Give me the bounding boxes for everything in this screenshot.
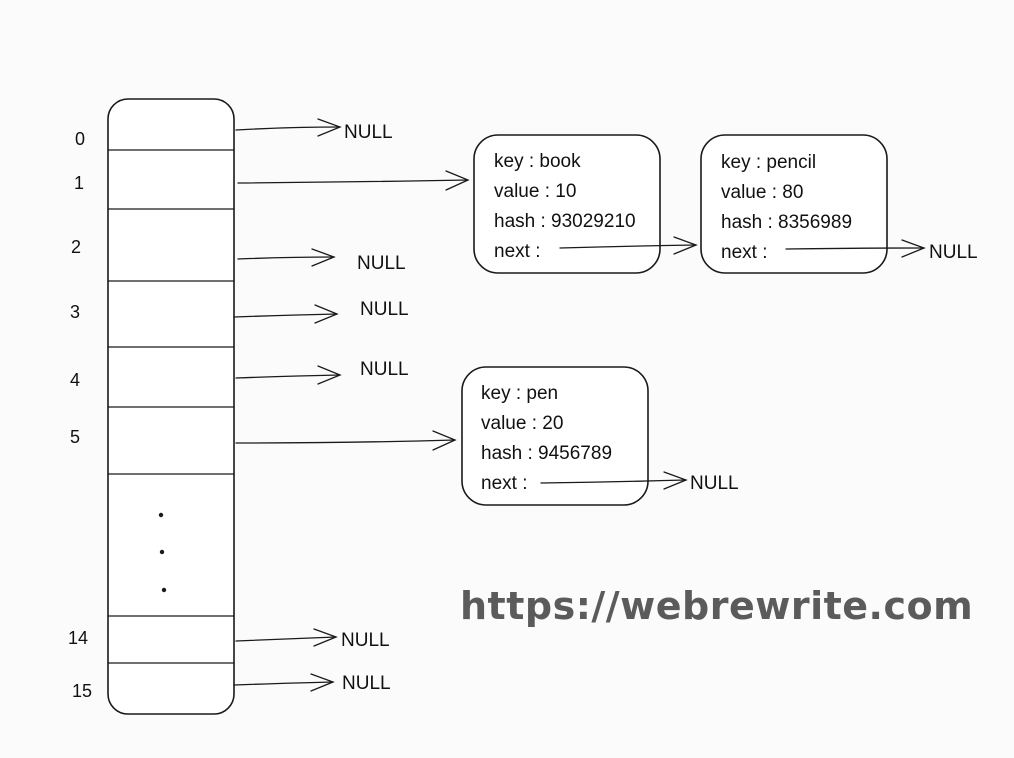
bucket-index-14: 14 xyxy=(68,628,88,648)
node-pencil: key : pencil value : 80 hash : 8356989 n… xyxy=(700,134,888,274)
node-book: key : book value : 10 hash : 93029210 ne… xyxy=(473,134,661,274)
bucket-index-1: 1 xyxy=(74,173,84,193)
bucket-index-3: 3 xyxy=(70,302,80,322)
node-next: next : xyxy=(494,241,540,262)
node-hash: hash : 93029210 xyxy=(494,211,636,232)
arrow-pencil-to-null xyxy=(785,239,926,258)
null-label: NULL xyxy=(342,673,391,694)
node-key: key : pencil xyxy=(721,152,816,173)
null-label: NULL xyxy=(357,253,406,274)
arrow-book-to-pencil xyxy=(559,236,698,255)
null-label: NULL xyxy=(929,242,978,263)
node-next: next : xyxy=(721,242,767,263)
arrow-bucket-1 xyxy=(237,170,470,191)
arrow-bucket-14 xyxy=(235,628,338,647)
null-label: NULL xyxy=(690,473,739,494)
node-box xyxy=(461,366,649,506)
node-next: next : xyxy=(481,473,527,494)
bucket-index-5: 5 xyxy=(70,427,80,447)
ellipsis-dot xyxy=(158,512,164,518)
watermark-url: https://webrewrite.com xyxy=(460,584,974,628)
bucket-index-4: 4 xyxy=(70,370,80,390)
ellipsis-dot xyxy=(159,549,165,555)
arrow-bucket-15 xyxy=(233,673,335,692)
arrow-bucket-5 xyxy=(235,430,457,451)
null-label: NULL xyxy=(344,122,393,143)
null-labels: NULL NULL NULL NULL NULL NULL NULL NULL xyxy=(341,122,978,694)
arrow-bucket-2 xyxy=(237,248,336,267)
ellipsis-dots xyxy=(158,512,167,593)
node-box xyxy=(473,134,661,274)
node-box xyxy=(700,134,888,274)
node-hash: hash : 9456789 xyxy=(481,443,612,464)
bucket-dividers xyxy=(107,149,235,664)
bucket-arrows xyxy=(233,118,470,692)
null-label: NULL xyxy=(360,359,409,380)
node-key: key : pen xyxy=(481,383,558,404)
arrow-bucket-3 xyxy=(233,304,339,324)
node-key: key : book xyxy=(494,151,581,172)
node-value: value : 80 xyxy=(721,182,803,203)
bucket-index-2: 2 xyxy=(71,237,81,257)
arrow-bucket-4 xyxy=(235,365,342,385)
node-hash: hash : 8356989 xyxy=(721,212,852,233)
bucket-index-0: 0 xyxy=(75,129,85,149)
arrow-bucket-0 xyxy=(235,118,342,137)
arrow-pen-to-null xyxy=(540,471,688,490)
node-pen: key : pen value : 20 hash : 9456789 next… xyxy=(461,366,649,506)
node-value: value : 10 xyxy=(494,181,576,202)
node-value: value : 20 xyxy=(481,413,563,434)
ellipsis-dot xyxy=(161,587,167,593)
bucket-indices: 0 1 2 3 4 5 14 15 xyxy=(68,129,92,701)
bucket-index-15: 15 xyxy=(72,681,92,701)
null-label: NULL xyxy=(341,630,390,651)
null-label: NULL xyxy=(360,299,409,320)
